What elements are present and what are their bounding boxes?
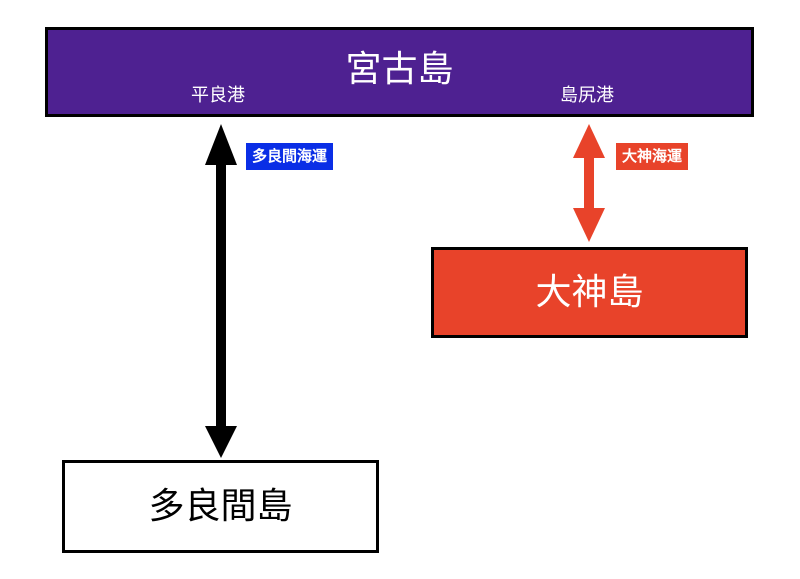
ogami-arrow-shaft xyxy=(584,156,594,210)
ogami-ferry-tag: 大神海運 xyxy=(616,143,689,170)
shimajiri-port-label: 島尻港 xyxy=(560,85,614,106)
ogami-route-arrow xyxy=(573,124,605,242)
ogami-arrow-head-up xyxy=(573,124,605,158)
tarama-island-label: 多良間島 xyxy=(148,485,293,527)
ogami-island-box: 大神島 xyxy=(431,247,748,338)
miyako-island-box: 宮古島 平良港 島尻港 xyxy=(45,27,754,117)
miyako-island-label: 宮古島 xyxy=(345,49,454,90)
tarama-arrow-shaft xyxy=(216,163,226,429)
tarama-island-box: 多良間島 xyxy=(62,460,379,553)
tarama-arrow-head-up xyxy=(205,124,237,165)
ogami-arrow-head-down xyxy=(573,208,605,242)
hirara-port-label: 平良港 xyxy=(191,85,245,106)
tarama-ferry-tag: 多良間海運 xyxy=(246,143,334,170)
tarama-arrow-head-down xyxy=(205,426,237,458)
tarama-route-arrow xyxy=(205,124,237,458)
ogami-island-label: 大神島 xyxy=(535,271,644,313)
